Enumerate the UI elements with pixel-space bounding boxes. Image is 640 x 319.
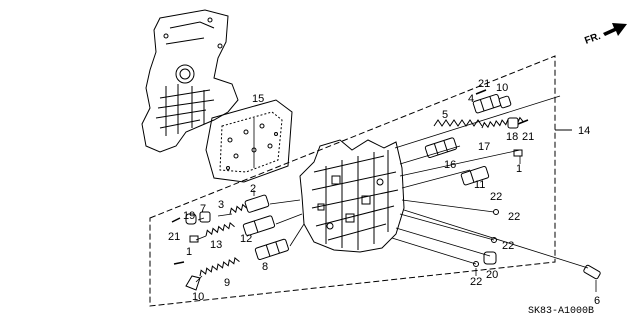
callout-17: 17 [478, 141, 490, 153]
pins [171, 89, 529, 265]
callout-13: 13 [210, 239, 222, 251]
valve-11 [460, 165, 490, 186]
valve-6 [583, 264, 601, 280]
pin-21-left [171, 217, 181, 223]
callout-14: 14 [578, 125, 590, 137]
callout-21-right: 21 [522, 131, 534, 143]
valve-12 [242, 215, 276, 237]
callout-9: 9 [224, 277, 230, 289]
callout-22-b: 22 [508, 211, 520, 223]
plug-19 [185, 213, 197, 225]
callout-1-right: 1 [516, 163, 522, 175]
main-valve-body [299, 139, 405, 253]
plug-18 [507, 117, 519, 129]
callout-22-a: 22 [490, 191, 502, 203]
valve-body-cover-plate [141, 9, 239, 153]
pin-left-bottom [173, 261, 185, 265]
separator-plate [205, 99, 293, 183]
valve-2 [244, 194, 270, 213]
callout-18: 18 [506, 131, 518, 143]
valve-10-bottom [185, 275, 201, 291]
callout-11: 11 [474, 179, 485, 191]
pin-21-right [517, 119, 529, 125]
callout-1-left: 1 [186, 246, 192, 258]
spring-9 [199, 257, 240, 277]
callout-19: 19 [183, 210, 195, 222]
front-arrow-icon [603, 23, 627, 36]
callout-7: 7 [200, 203, 206, 215]
spring-5 [433, 119, 483, 127]
callout-2: 2 [250, 183, 256, 195]
valves [185, 93, 601, 291]
callout-3: 3 [218, 199, 224, 211]
clip-1-right [513, 149, 523, 157]
callout-5: 5 [442, 109, 448, 121]
callout-4: 4 [468, 93, 474, 105]
assembly-boundary [149, 55, 572, 307]
callout-16: 16 [444, 159, 456, 171]
callout-10-bottom: 10 [192, 291, 204, 303]
clip-1-left [189, 235, 199, 243]
callout-22-c: 22 [502, 240, 514, 252]
leader-lines [195, 95, 597, 292]
valve-4 [472, 93, 502, 114]
direction-label: FR. [583, 31, 602, 47]
plug-20 [483, 251, 497, 265]
callouts: 15 5 21 4 10 14 18 21 16 17 1 11 22 22 2… [168, 78, 600, 307]
callout-22-d: 22 [470, 276, 482, 288]
ball-22a [493, 209, 499, 215]
pin-21-top [475, 89, 487, 95]
callout-21-top: 21 [478, 78, 490, 90]
callout-21-left: 21 [168, 231, 180, 243]
plug-7 [199, 211, 211, 223]
callout-15: 15 [252, 93, 264, 105]
front-direction-indicator: FR. [583, 23, 627, 47]
callout-6: 6 [594, 295, 600, 307]
callout-20: 20 [486, 269, 498, 281]
part-code: SK83-A1000B [528, 306, 594, 317]
valve-8 [254, 238, 289, 261]
callout-10-top: 10 [496, 82, 508, 94]
callout-12: 12 [240, 233, 252, 245]
valve-10-top [498, 95, 512, 109]
callout-8: 8 [262, 261, 268, 273]
spring-13 [205, 221, 235, 237]
